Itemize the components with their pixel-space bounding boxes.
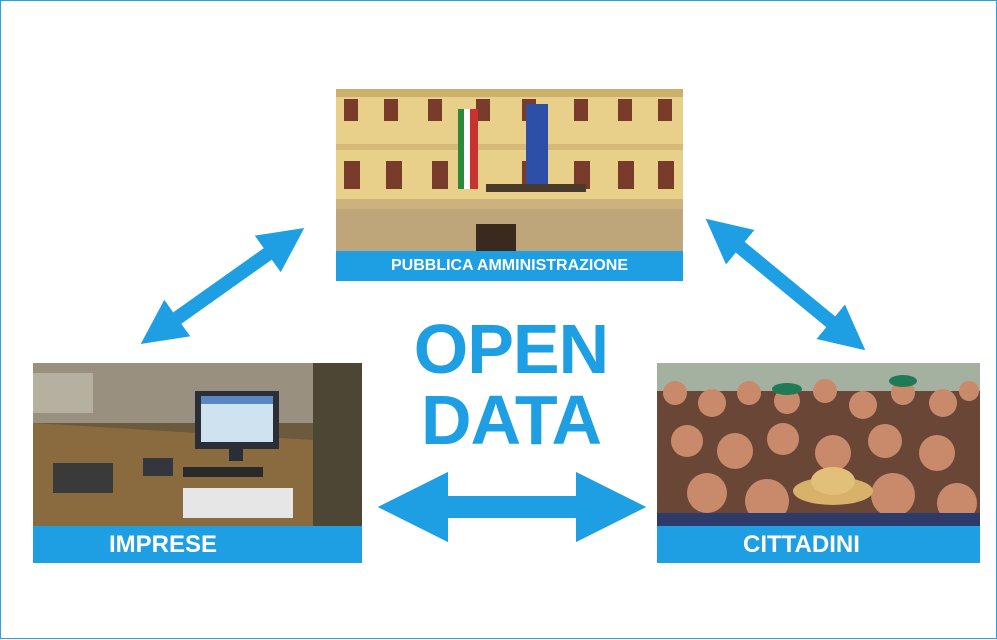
- node-pubblica-amministrazione: PUBBLICA AMMINISTRAZIONE: [336, 89, 683, 281]
- node-cittadini: CITTADINI: [657, 363, 980, 563]
- label-pubblica-amministrazione: PUBBLICA AMMINISTRAZIONE: [336, 251, 683, 281]
- label-imprese: IMPRESE: [33, 526, 362, 563]
- node-imprese: IMPRESE: [33, 363, 362, 563]
- title-open: OPEN: [413, 310, 609, 388]
- crowd-photo: [657, 363, 980, 526]
- label-cittadini: CITTADINI: [657, 526, 980, 563]
- title-data: DATA: [420, 381, 602, 459]
- arrow-pa-imprese: [140, 228, 305, 344]
- office-desk-photo: [33, 363, 362, 526]
- arrow-pa-cittadini: [705, 218, 866, 351]
- government-building-photo: [336, 89, 683, 251]
